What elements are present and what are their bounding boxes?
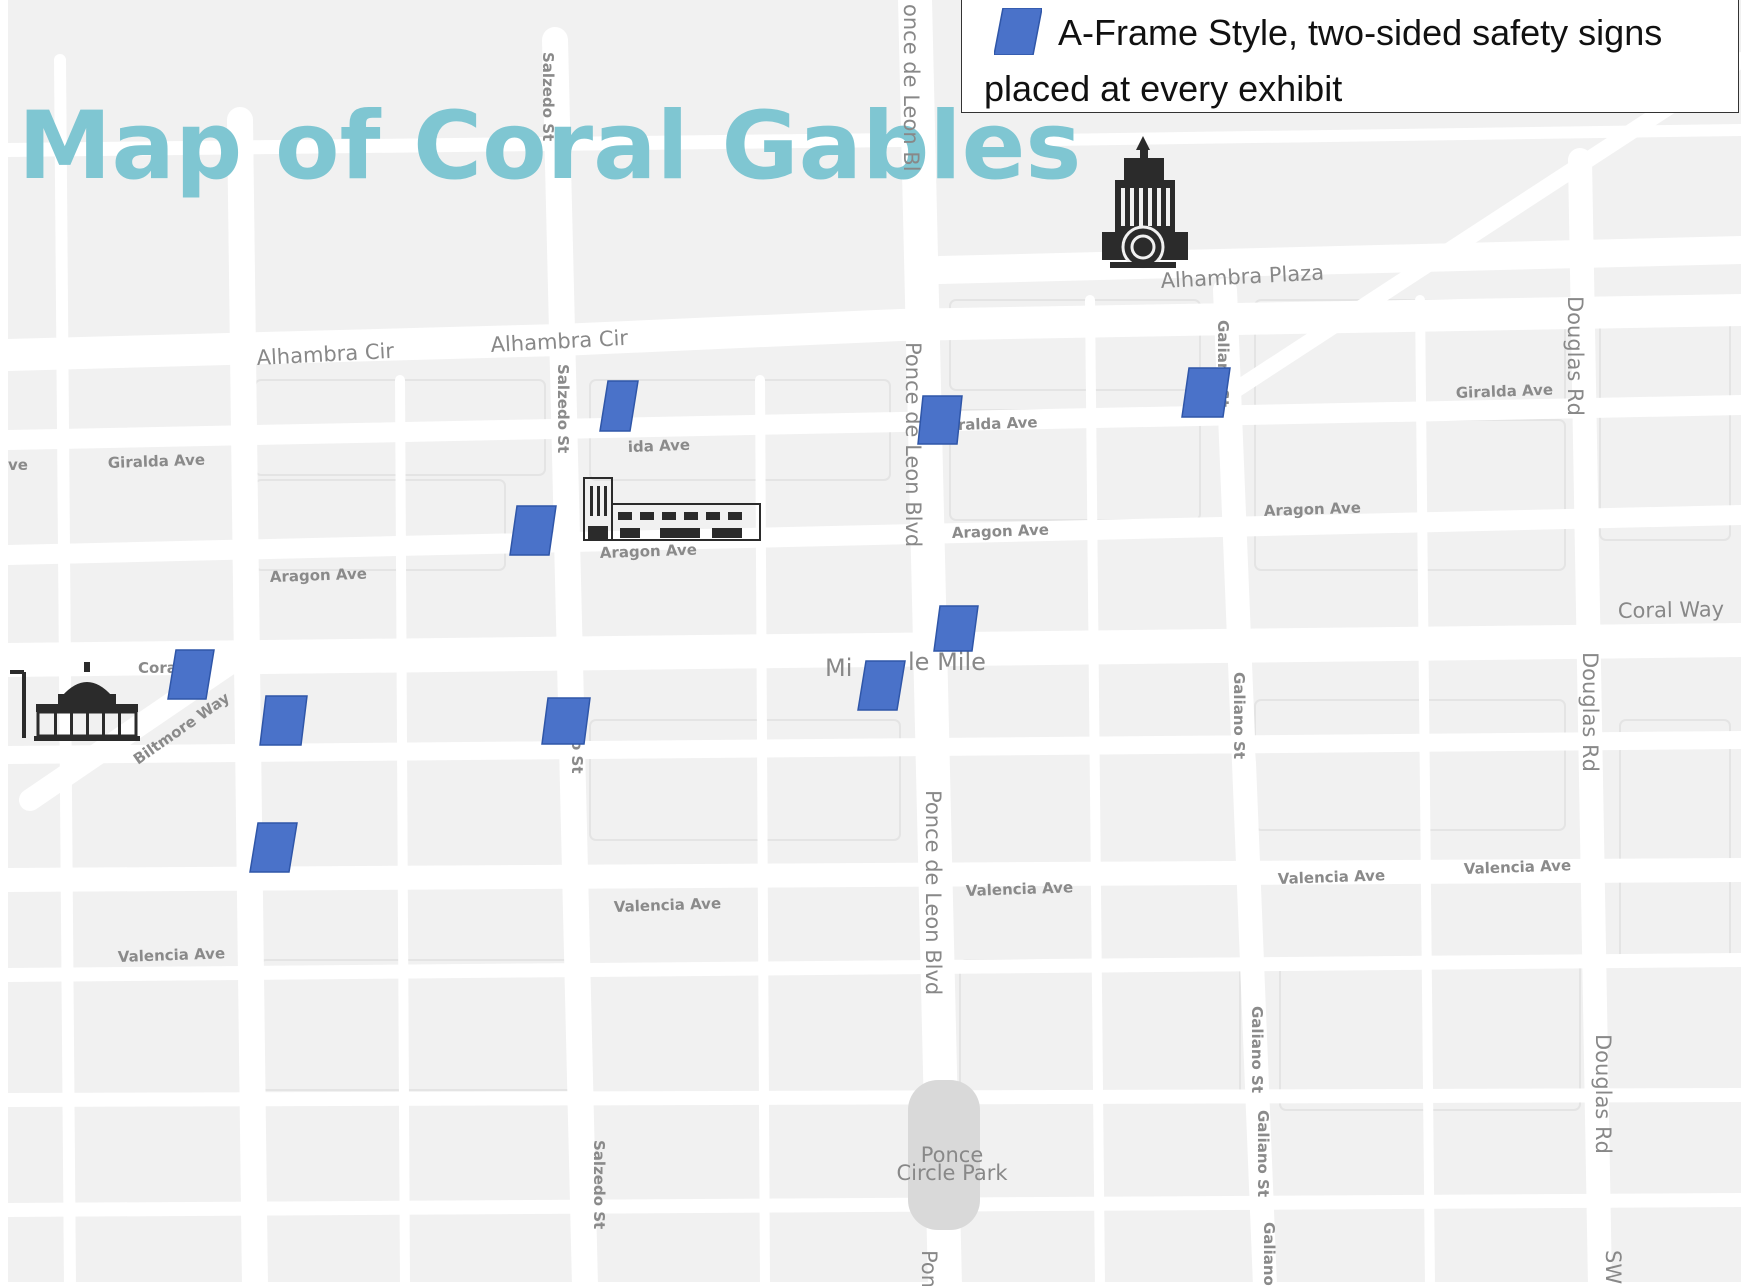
svg-text:Ponce: Ponce xyxy=(921,1143,984,1167)
legend-text-line1: A-Frame Style, two-sided safety signs xyxy=(1058,12,1663,53)
a-frame-sign-marker[interactable] xyxy=(599,380,639,432)
alhambra-tower-icon[interactable] xyxy=(1102,136,1188,269)
street-label: o St xyxy=(568,740,586,774)
street-label: Galiano St xyxy=(1260,1222,1278,1286)
street-label: ida Ave xyxy=(628,436,691,456)
street-label: Mi xyxy=(825,654,852,682)
street-label: Giralda Ave xyxy=(108,451,206,472)
street-label: Valencia Ave xyxy=(614,894,722,916)
street-label: Galiano St xyxy=(1254,1110,1272,1197)
street-label: Douglas Rd xyxy=(1578,652,1602,772)
street-label: Douglas Rd xyxy=(1563,296,1587,416)
street-label: Valencia Ave xyxy=(118,944,226,966)
street-label: Giralda Ave xyxy=(1456,381,1554,402)
street-label: Valencia Ave xyxy=(966,878,1074,900)
street-label: ve xyxy=(8,456,28,474)
street-label: Valencia Ave xyxy=(1464,856,1572,878)
street-label: Ponce de Leon Blvd xyxy=(921,790,945,995)
street-label: once de Leon Bl xyxy=(899,4,923,172)
street-label: Galiano St xyxy=(1248,1006,1266,1093)
street-label: Salzedo St xyxy=(539,52,557,141)
street-label: Cora xyxy=(138,659,177,677)
street-label: Galiano St xyxy=(1230,672,1248,759)
street-label: ralda Ave xyxy=(958,413,1038,434)
museum-building-icon[interactable] xyxy=(10,662,140,741)
street-label: Aragon Ave xyxy=(600,541,698,562)
street-label: Aragon Ave xyxy=(952,521,1050,542)
a-frame-sign-marker[interactable] xyxy=(167,649,215,700)
a-frame-sign-marker[interactable] xyxy=(541,697,591,745)
street-label: SW xyxy=(1601,1250,1625,1284)
theater-building-icon[interactable] xyxy=(583,477,761,541)
a-frame-sign-icon xyxy=(994,8,1042,55)
street-label: Coral Way xyxy=(1618,597,1725,623)
street-label: Aragon Ave xyxy=(1264,499,1362,520)
a-frame-sign-marker[interactable] xyxy=(933,605,979,652)
street-label: Valencia Ave xyxy=(1278,866,1386,888)
sign-markers xyxy=(167,367,1231,873)
map-title: Map of Coral Gables xyxy=(18,92,1081,201)
a-frame-sign-marker[interactable] xyxy=(1181,367,1231,418)
a-frame-sign-marker[interactable] xyxy=(917,395,963,445)
street-label: Douglas Rd xyxy=(1591,1034,1615,1154)
a-frame-sign-marker[interactable] xyxy=(259,695,308,746)
street-label: Salzedo St xyxy=(554,364,572,453)
ponce-circle-park[interactable]: Ponce Circle Park xyxy=(896,1080,1008,1230)
street-label: le Mile xyxy=(908,648,986,676)
street-label: Pon xyxy=(917,1250,941,1286)
svg-text:Circle Park: Circle Park xyxy=(896,1161,1008,1185)
a-frame-sign-marker[interactable] xyxy=(249,822,298,873)
legend-text-line2: placed at every exhibit xyxy=(984,68,1343,109)
street-label: Aragon Ave xyxy=(270,565,368,586)
a-frame-sign-marker[interactable] xyxy=(857,660,906,711)
street-label: Salzedo St xyxy=(590,1140,608,1229)
a-frame-sign-marker[interactable] xyxy=(509,505,557,556)
legend-box: A-Frame Style, two-sided safety signs pl… xyxy=(961,0,1739,113)
